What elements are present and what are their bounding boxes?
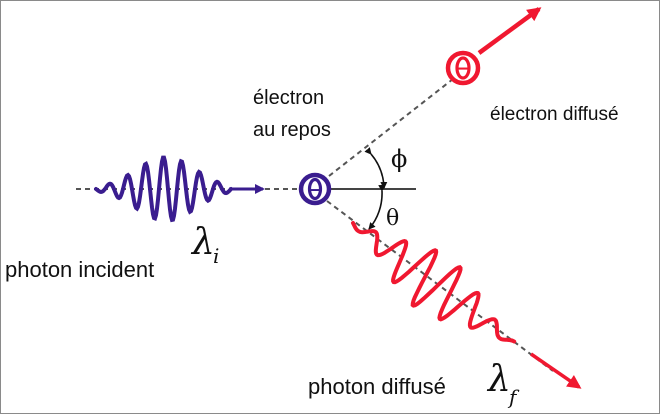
electron-at-rest: −	[298, 172, 332, 206]
lambda-f-subscript: f	[507, 385, 520, 409]
lambda-f-symbol: λ	[486, 359, 511, 400]
electron-scattered: −	[445, 50, 481, 86]
scattered-electron-arrow	[477, 7, 542, 55]
scattered-photon-path-line	[326, 200, 554, 372]
phi-angle-arc	[364, 147, 388, 189]
label-electron-rest-line1: électron	[253, 87, 324, 109]
scattered-photon-arrow	[530, 352, 582, 389]
lambda-i-symbol: λ	[190, 222, 215, 263]
label-electron-rest-line2: au repos	[253, 119, 331, 141]
label-photon-scattered: photon diffusé	[308, 374, 446, 399]
label-photon-incident: photon incident	[5, 257, 154, 282]
lambda-i-subscript: i	[213, 244, 219, 268]
electron-scattered-minus-icon: −	[457, 59, 468, 80]
electron-at-rest-minus-icon: −	[310, 180, 321, 200]
incident-photon-wave	[94, 155, 233, 223]
phi-symbol: ϕ	[391, 145, 407, 173]
theta-symbol: θ	[386, 206, 399, 231]
label-electron-scattered: électron diffusé	[490, 104, 619, 125]
theta-angle-arc	[368, 184, 386, 230]
scattered-photon-wave	[351, 221, 517, 344]
